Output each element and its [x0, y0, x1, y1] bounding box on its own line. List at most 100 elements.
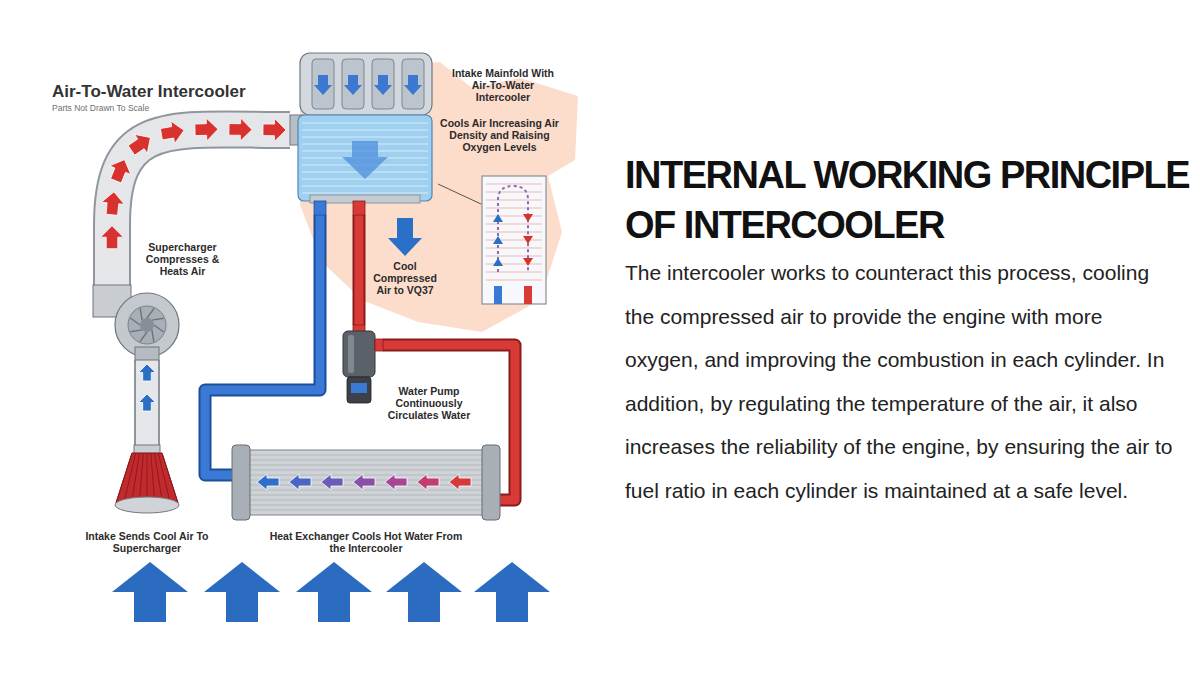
inset-fins: [486, 184, 542, 280]
part-label: Intake Sends Cool Air To Supercharger: [67, 530, 227, 554]
compressor-wheel: [128, 306, 166, 344]
ambient-air-arrow: [204, 562, 280, 622]
inset-flow-path: [498, 186, 528, 272]
filter-element: [116, 453, 178, 503]
flow-arrow: [101, 226, 124, 249]
cool-water-pipe-outline: [205, 215, 320, 475]
air-filter-shape: [112, 445, 182, 515]
inset-arrow-up: [493, 214, 503, 222]
core-fins: [302, 123, 428, 193]
flow-arrow: [125, 128, 157, 160]
page-heading: INTERNAL WORKING PRINCIPLE OF INTERCOOLE…: [625, 150, 1190, 250]
flow-arrow: [105, 155, 135, 185]
part-label: Intake Mainfold With Air-To-Water Interc…: [448, 67, 558, 103]
runner-flow-arrow: [314, 75, 332, 95]
pump-body: [343, 331, 375, 377]
flow-arrow: [229, 118, 252, 141]
core-inset: [482, 176, 546, 304]
flow-arrow: [263, 118, 286, 141]
pump-badge: [351, 383, 367, 393]
part-label: Supercharger Compresses & Heats Air: [135, 241, 230, 277]
intercooler-core: [298, 115, 432, 201]
runner: [312, 59, 334, 109]
ambient-air-arrow: [386, 562, 462, 622]
hot-water-port: [353, 201, 365, 215]
runner-flow-arrow: [374, 75, 392, 95]
cool-air-arrow: [388, 218, 422, 256]
intake-tube: [139, 360, 156, 445]
pump-highlight: [348, 335, 354, 373]
water-flow-arrow: [449, 474, 471, 490]
radiator-tank: [232, 445, 250, 520]
water-flow-arrow: [417, 474, 439, 490]
runner: [342, 59, 364, 109]
part-label: Heat Exchanger Cools Hot Water From the …: [266, 530, 466, 554]
plenum: [300, 53, 432, 115]
ambient-air-arrows: [112, 562, 550, 622]
inset-arrow-down: [523, 236, 533, 244]
inset-arrow-up: [493, 236, 503, 244]
heat-exchanger: Heat Exchanger Cools Hot Water From the …: [232, 440, 500, 525]
ambient-air-arrow: [296, 562, 372, 622]
air-filter: Intake Sends Cool Air To Supercharger: [112, 445, 182, 515]
hot-water-pipe-fill: [355, 215, 364, 325]
flow-arrow: [159, 119, 186, 146]
body-text: The intercooler works to counteract this…: [625, 251, 1180, 512]
scale-note: Parts Not Drawn To Scale: [52, 103, 149, 113]
air-duct: [100, 118, 290, 285]
runner-flow-arrow: [404, 75, 422, 95]
water-flow-arrow: [385, 474, 407, 490]
water-pump: Water Pump Continuously Circulates Water: [335, 325, 383, 405]
inset-arrow-up: [493, 258, 503, 266]
flow-label: Cool Compressed Air to VQ37: [366, 260, 444, 296]
compressor-hub: [140, 318, 154, 332]
intake-tube-fill: [136, 360, 158, 445]
hot-water-pipe-outline: [353, 215, 366, 325]
supercharger-shape: [85, 285, 205, 360]
flow-arrow: [139, 364, 156, 381]
compressor-blades: [130, 308, 163, 341]
inlet-neck: [135, 347, 159, 360]
supercharger: Supercharger Compresses & Heats Air: [85, 285, 205, 360]
heat-exchanger-shape: [232, 440, 500, 525]
inset-arrow-down: [523, 214, 533, 222]
water-flow-arrow: [257, 474, 279, 490]
cool-water-pipe-fill: [205, 215, 320, 475]
radiator-fins: [250, 455, 482, 510]
filter-pleats: [116, 453, 178, 503]
cool-water-pipe: [205, 215, 320, 475]
inset-frame: [482, 176, 546, 304]
ambient-air-arrow: [474, 562, 550, 622]
water-flow-arrow: [289, 474, 311, 490]
hot-water-pipe: [359, 215, 360, 325]
water-flow-arrow: [353, 474, 375, 490]
pump-motor: [347, 377, 371, 403]
filter-base: [115, 497, 179, 513]
water-flow-arrow: [321, 474, 343, 490]
intake-tube-outline: [134, 360, 160, 445]
part-label: Cools Air Increasing Air Density and Rai…: [432, 117, 567, 153]
core-flow-arrow: [342, 141, 388, 179]
pump-outlet: [375, 339, 383, 351]
cool-water-port: [314, 201, 326, 215]
inset-arrow-down: [523, 258, 533, 266]
radiator-tank: [482, 445, 500, 520]
runner-flow-arrow: [344, 75, 362, 95]
runner: [372, 59, 394, 109]
radiator-core: [248, 450, 484, 515]
part-label: Water Pump Continuously Circulates Water: [379, 385, 479, 421]
inset-cool-port: [494, 286, 502, 304]
inset-hot-port: [524, 286, 532, 304]
runner: [402, 59, 424, 109]
ambient-air-arrow: [112, 562, 188, 622]
intake-manifold-shape: [290, 45, 440, 215]
flow-arrow: [100, 191, 125, 216]
diagram-title: Air-To-Water Intercooler: [52, 82, 246, 102]
flow-arrow: [139, 394, 156, 411]
flow-arrow: [195, 118, 219, 142]
water-pump-shape: [335, 325, 383, 405]
